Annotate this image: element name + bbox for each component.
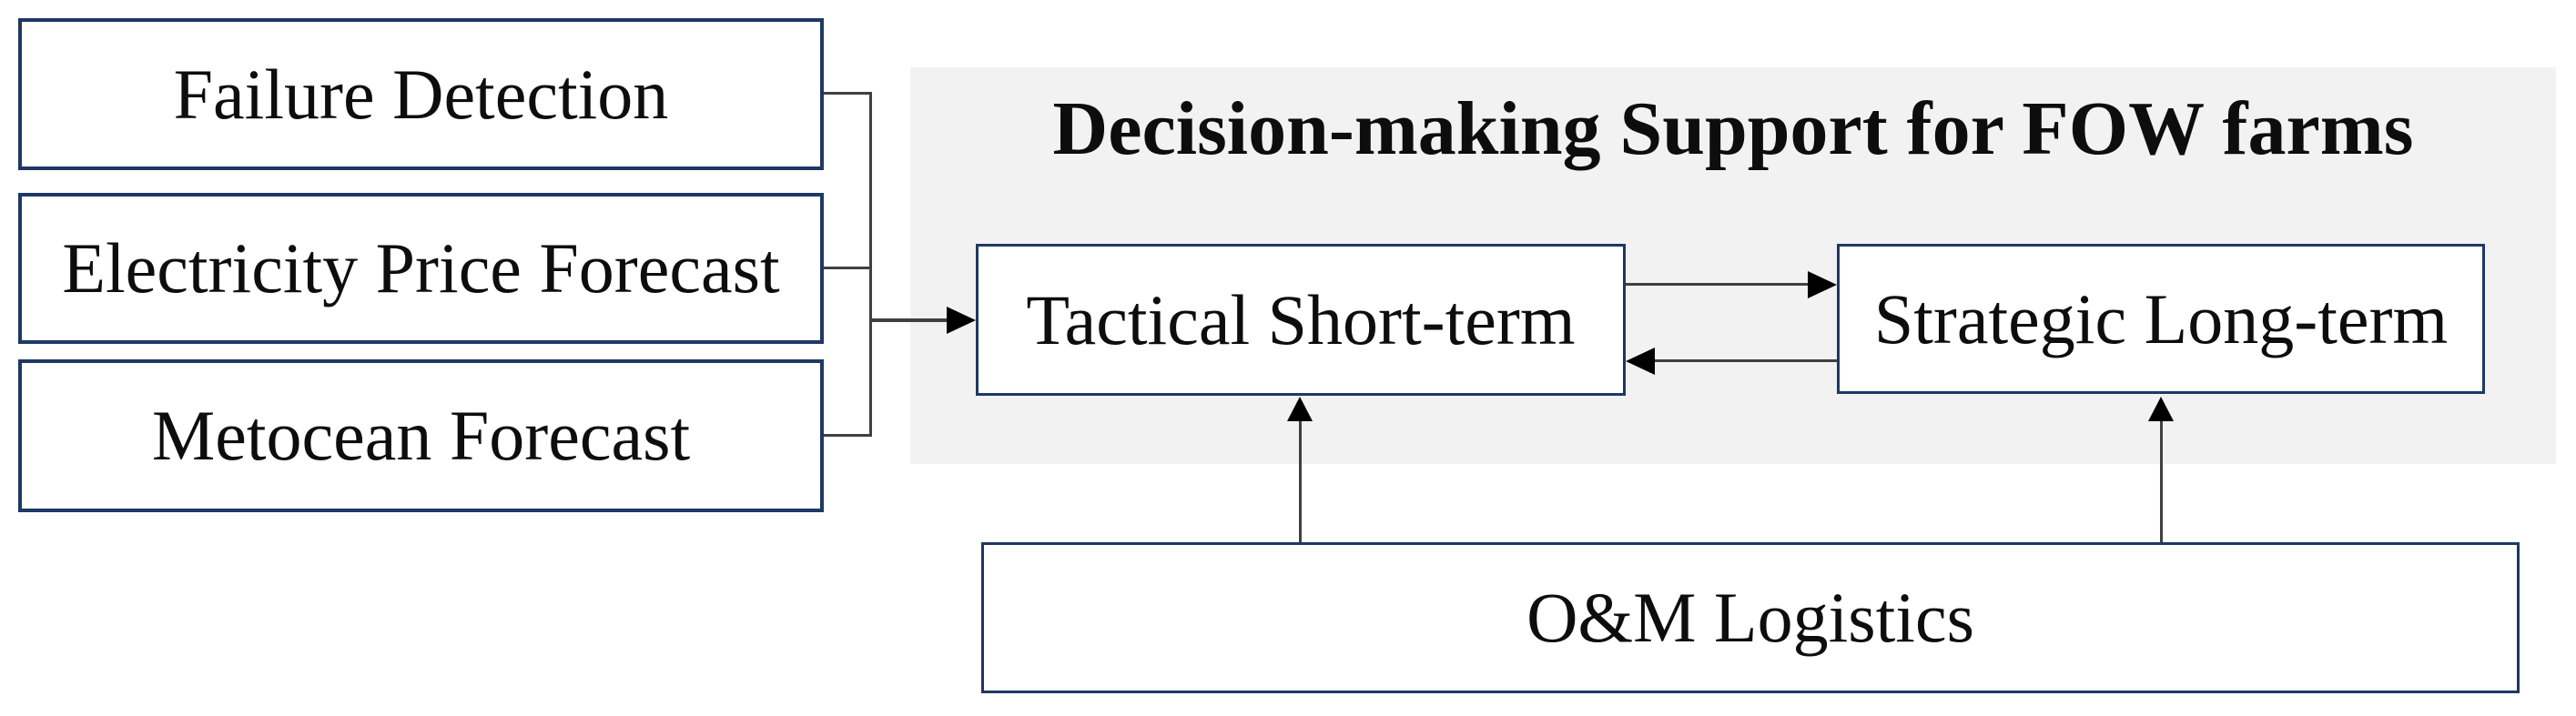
panel-title: Decision-making Support for FOW farms [1052,86,2414,171]
connector-stub-metocean [824,434,872,437]
box-strategic-long-term: Strategic Long-term [1837,244,2485,394]
arrowhead-logistics-to-tactical [1287,397,1313,421]
arrow-line-logistics-to-strategic [2160,419,2163,542]
electricity-price-forecast-label: Electricity Price Forecast [62,228,780,308]
input-box-electricity-price-forecast: Electricity Price Forecast [18,193,824,344]
connector-stub-failure-detection [824,92,872,95]
tactical-short-term-label: Tactical Short-term [1026,279,1576,359]
arrow-line-strategic-to-tactical [1651,359,1837,362]
input-box-metocean-forecast: Metocean Forecast [18,359,824,512]
failure-detection-label: Failure Detection [173,54,669,134]
box-om-logistics: O&M Logistics [981,542,2520,693]
connector-stub-electricity-price [824,267,872,269]
strategic-long-term-label: Strategic Long-term [1873,278,2449,358]
arrow-line-tactical-to-strategic [1626,283,1810,286]
connector-bracket-vertical [869,92,872,437]
arrowhead-strategic-to-tactical [1626,348,1655,375]
arrowhead-inputs-to-tactical [947,307,976,334]
arrowhead-tactical-to-strategic [1808,271,1837,298]
arrow-line-inputs-to-tactical [869,318,949,322]
om-logistics-label: O&M Logistics [1526,578,1974,657]
input-box-failure-detection: Failure Detection [18,18,824,170]
box-tactical-short-term: Tactical Short-term [976,244,1626,396]
metocean-forecast-label: Metocean Forecast [151,396,691,475]
arrow-line-logistics-to-tactical [1299,419,1302,542]
arrowhead-logistics-to-strategic [2148,397,2174,421]
